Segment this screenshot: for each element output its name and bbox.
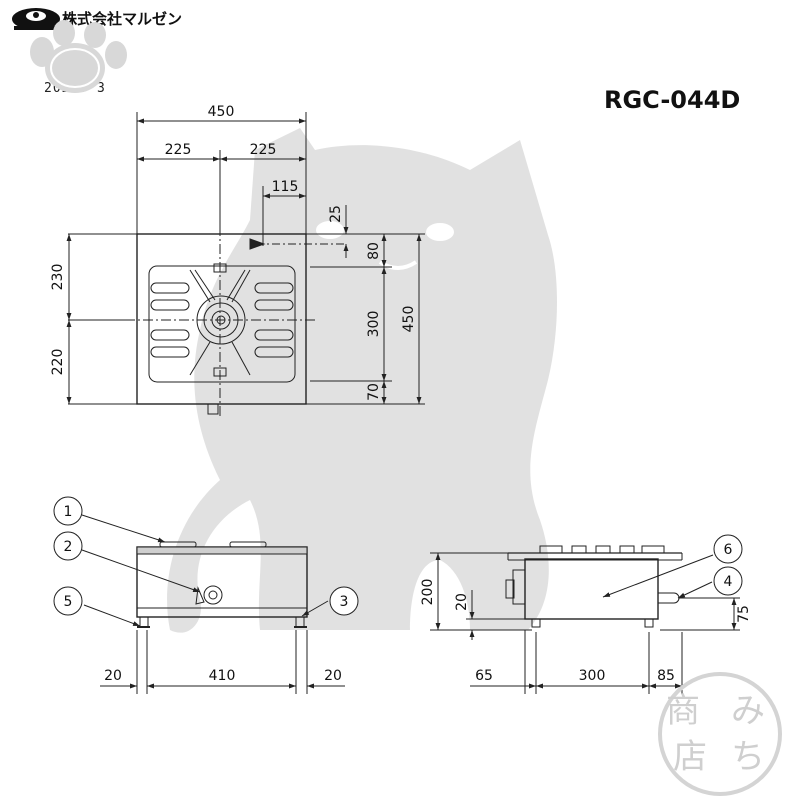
dim-side-left: 65 — [475, 668, 493, 684]
dim-left-lower: 220 — [50, 349, 66, 376]
side-view-dimensions — [430, 552, 740, 694]
callout-circles — [53, 496, 743, 616]
paw-print-icon — [30, 20, 127, 93]
top-view-labels: 450 225 225 115 230 220 25 80 300 70 450 — [50, 104, 417, 401]
dim-burner-offset: 115 — [272, 179, 299, 195]
callout-1: 1 — [64, 504, 73, 520]
callout-leaders — [81, 514, 714, 627]
dim-front-left: 20 — [104, 668, 122, 684]
company-logo — [12, 8, 60, 30]
model-number: RGC-044D — [604, 86, 741, 114]
dim-side-small: 20 — [454, 593, 470, 611]
dim-left-upper: 230 — [50, 264, 66, 291]
dim-right-70: 70 — [366, 383, 382, 401]
callout-2: 2 — [64, 539, 73, 555]
callout-numbers: 1 2 3 4 5 6 — [64, 504, 733, 610]
front-view-labels: 20 410 20 — [104, 668, 342, 684]
dim-half-left: 225 — [165, 142, 192, 158]
dim-right-top: 25 — [328, 205, 344, 223]
stamp-char-2: 店 — [673, 737, 707, 777]
stamp-char-1: 商 — [666, 691, 700, 731]
callout-5: 5 — [64, 594, 73, 610]
callout-6: 6 — [724, 542, 733, 558]
callout-4: 4 — [724, 574, 733, 590]
top-view — [125, 112, 346, 418]
dim-right-300: 300 — [366, 311, 382, 338]
callout-3: 3 — [340, 594, 349, 610]
top-view-dimensions — [66, 118, 425, 405]
dim-side-foot: 75 — [736, 605, 752, 623]
stamp-char-4: ち — [731, 737, 765, 777]
stamp-char-3: み — [731, 691, 765, 731]
dim-half-right: 225 — [250, 142, 277, 158]
dim-side-middle: 300 — [579, 668, 606, 684]
dim-right-80: 80 — [366, 242, 382, 260]
cat-watermark — [167, 128, 557, 633]
dim-side-height: 200 — [420, 579, 436, 606]
dim-total-width: 450 — [208, 104, 235, 120]
front-view-dimensions — [100, 630, 345, 694]
front-view — [136, 541, 308, 628]
paw-print-outline — [50, 48, 100, 88]
side-view-labels: 200 20 75 65 300 85 — [420, 579, 752, 684]
dim-front-width: 410 — [209, 668, 236, 684]
dim-right-total: 450 — [401, 306, 417, 333]
dim-front-right: 20 — [324, 668, 342, 684]
store-stamp: 商 店 み ち — [658, 672, 782, 796]
side-view — [505, 545, 683, 628]
dim-side-right: 85 — [657, 668, 675, 684]
